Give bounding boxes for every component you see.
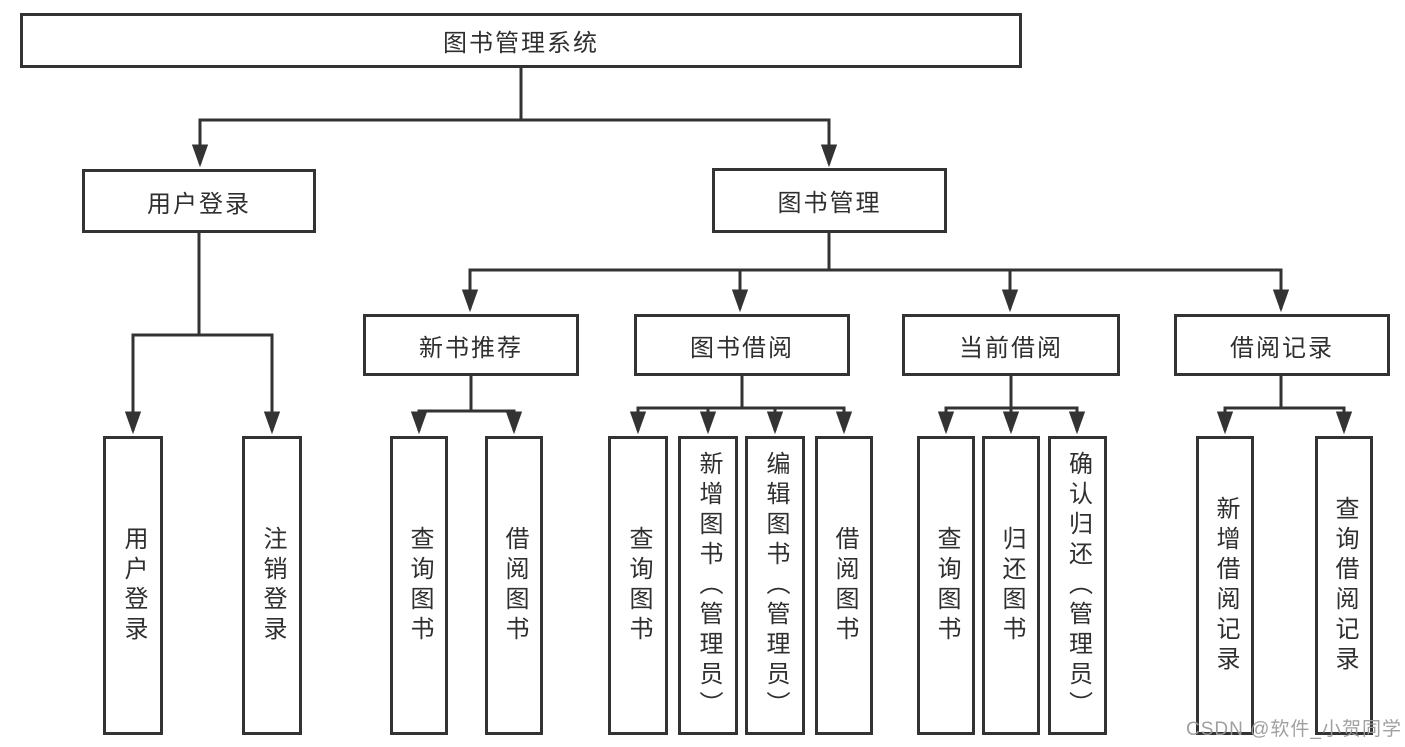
csdn-watermark: CSDN @软件_小贺同学 bbox=[1186, 719, 1402, 740]
leaf-add-borrow-record: 新增借阅记录 bbox=[1196, 436, 1254, 735]
node-user-login: 用户登录 bbox=[82, 169, 316, 233]
leaf-add-books-admin: 新增图书（管理员） bbox=[678, 436, 738, 735]
leaf-confirm-return-admin: 确认归还（管理员） bbox=[1048, 436, 1107, 735]
node-library-management-system: 图书管理系统 bbox=[20, 13, 1022, 68]
node-current-borrowing: 当前借阅 bbox=[902, 314, 1120, 376]
leaf-query-books-current: 查询图书 bbox=[917, 436, 975, 735]
node-book-borrowing: 图书借阅 bbox=[634, 314, 850, 376]
leaf-query-books-recommend: 查询图书 bbox=[390, 436, 448, 735]
leaf-user-login: 用户登录 bbox=[103, 436, 163, 735]
leaf-borrow-books: 借阅图书 bbox=[815, 436, 873, 735]
leaf-logout: 注销登录 bbox=[242, 436, 302, 735]
leaf-query-borrow-record: 查询借阅记录 bbox=[1315, 436, 1373, 735]
node-book-management: 图书管理 bbox=[712, 168, 947, 233]
node-new-book-recommendation: 新书推荐 bbox=[363, 314, 579, 376]
leaf-return-books: 归还图书 bbox=[982, 436, 1040, 735]
leaf-borrow-books-recommend: 借阅图书 bbox=[485, 436, 543, 735]
leaf-edit-books-admin: 编辑图书（管理员） bbox=[745, 436, 805, 735]
node-borrowing-records: 借阅记录 bbox=[1174, 314, 1390, 376]
leaf-query-books-borrow: 查询图书 bbox=[608, 436, 668, 735]
